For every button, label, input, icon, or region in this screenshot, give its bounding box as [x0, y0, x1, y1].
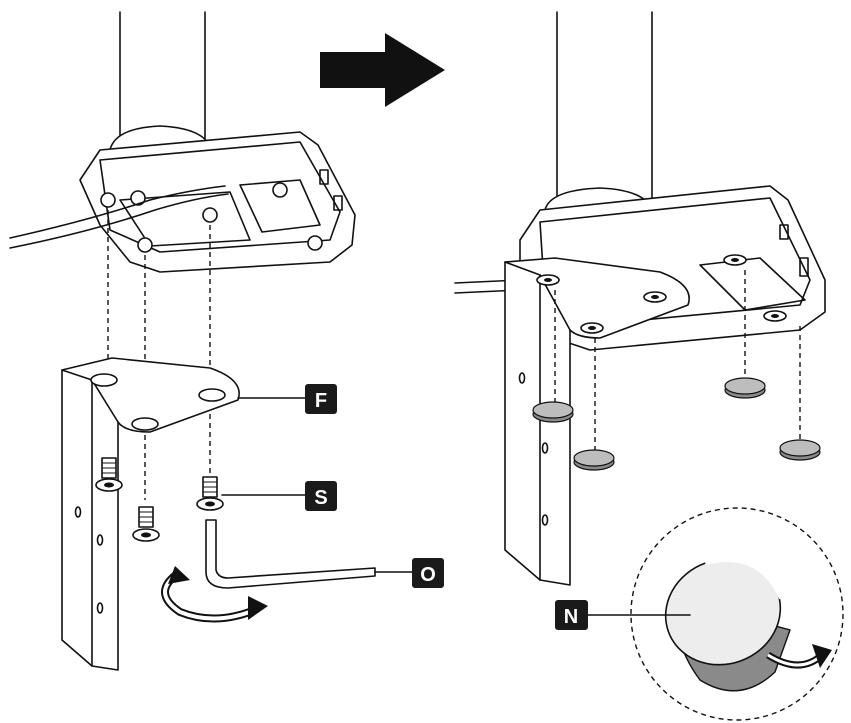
right-arrow-icon [320, 33, 445, 107]
cover-cap [724, 377, 766, 399]
screw [132, 506, 160, 542]
left-assembly [9, 11, 376, 671]
callout-s-label: S [314, 487, 327, 509]
cover-cap [532, 401, 574, 423]
cover-cap [573, 449, 615, 471]
screw [95, 457, 123, 492]
callout-f-label: F [315, 390, 327, 412]
callout-n-label: N [564, 606, 578, 628]
right-assembly [454, 11, 844, 721]
rotate-arrow-icon [161, 566, 268, 623]
curved-arrow-icon [766, 644, 832, 669]
screw [196, 476, 224, 511]
callout-n: N [555, 600, 691, 630]
callout-o: O [374, 558, 444, 588]
callout-f: F [237, 384, 337, 414]
callout-o-label: O [420, 564, 436, 586]
callout-s: S [221, 481, 337, 511]
cover-cap [779, 439, 821, 461]
cap-detail-view [630, 507, 844, 721]
